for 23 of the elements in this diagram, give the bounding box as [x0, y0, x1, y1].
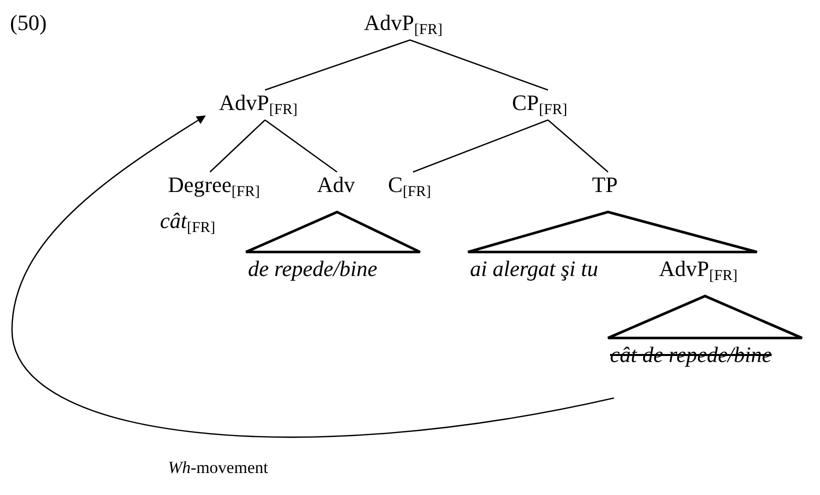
triangle-roof: [466, 210, 758, 254]
branch-line: [548, 120, 608, 172]
triangle-roof: [244, 210, 422, 254]
example-number: (50): [10, 10, 47, 36]
category-label: CP$_{[FR]}$: [512, 90, 568, 116]
movement-arrow: [11, 115, 614, 438]
category-label: AdvP$_{[FR]}$: [659, 256, 738, 282]
category-label: AdvP$_{[FR]}$: [219, 90, 298, 116]
category-label: AdvP$_{[FR]}$: [364, 10, 442, 36]
branch-line: [210, 120, 266, 172]
phrase-text: cât de repede/bine: [610, 342, 772, 368]
category-label: C$_{[FR]}$: [388, 172, 432, 198]
branch-line: [412, 119, 548, 173]
branch-line: [264, 119, 338, 173]
category-label: Degree$_{[FR]}$: [168, 172, 260, 198]
triangle-roof: [606, 294, 804, 340]
branch-line: [264, 39, 410, 91]
branch-line: [410, 39, 548, 91]
category-label: TP: [592, 172, 618, 198]
terminal-word: cât$_{[FR]}$: [160, 208, 216, 234]
phrase-text: de repede/bine: [248, 256, 378, 282]
phrase-text: ai alergat şi tu: [470, 256, 598, 282]
category-label: Adv: [317, 172, 355, 198]
